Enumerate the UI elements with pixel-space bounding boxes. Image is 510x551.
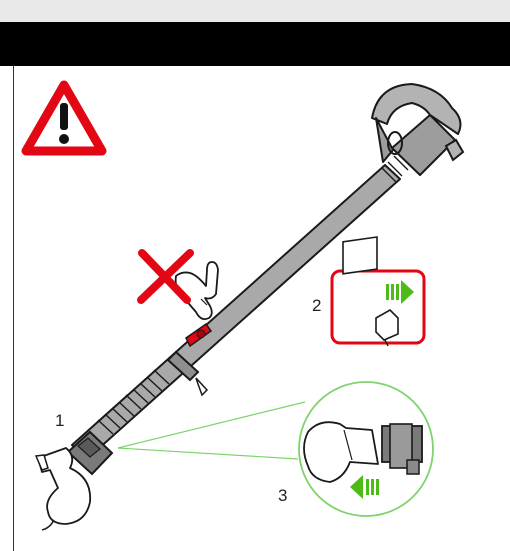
warning-icon xyxy=(21,80,107,156)
wand-handle xyxy=(371,83,465,176)
sock-drawing xyxy=(34,447,92,531)
step-3-label: 3 xyxy=(278,486,288,505)
green-arrow-left-icon xyxy=(350,475,379,499)
step-1-label: 1 xyxy=(55,411,65,430)
release-catch xyxy=(185,322,213,348)
top-bar xyxy=(0,0,510,22)
detail-callout xyxy=(298,381,434,517)
wand-nozzle xyxy=(66,430,114,476)
green-arrow-right-icon xyxy=(386,280,414,304)
hand-pressing xyxy=(174,261,219,321)
callout-lines xyxy=(117,401,306,460)
step-2-label: 2 xyxy=(312,296,322,315)
do-not-touch-cross-icon xyxy=(137,249,194,304)
header-bar xyxy=(0,22,510,66)
wand-tube xyxy=(71,149,415,460)
left-divider xyxy=(13,66,14,551)
